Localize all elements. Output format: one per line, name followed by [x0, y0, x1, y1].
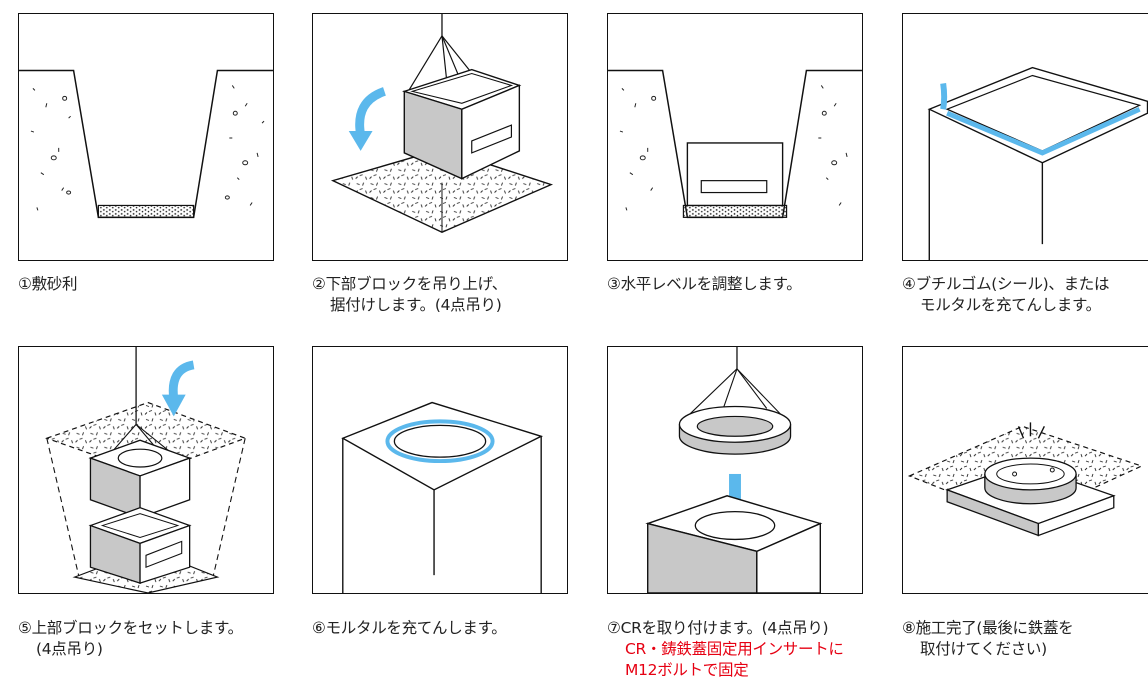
- step-7-note-line2: M12ボルトで固定: [625, 661, 749, 679]
- step-4-text: ブチルゴム(シール)、または: [915, 275, 1110, 293]
- step-6-illustration: [312, 346, 568, 594]
- step-6-caption: ⑥モルタルを充てんします。: [312, 618, 507, 639]
- step-8-text-line2: 取付けてください): [920, 640, 1047, 658]
- step-6-number: ⑥: [312, 619, 326, 637]
- step-7-illustration: [607, 346, 863, 594]
- step-8-text: 施工完了(最後に鉄蓋を: [915, 619, 1074, 637]
- step-5-illustration: [18, 346, 274, 594]
- step-3-number: ③: [607, 275, 621, 293]
- step-1-number: ①: [18, 275, 32, 293]
- step-3-caption: ③水平レベルを調整します。: [607, 274, 802, 295]
- step-7-number: ⑦: [607, 619, 621, 637]
- step-4-text-line2: モルタルを充てんします。: [920, 296, 1101, 314]
- step-2-caption: ②下部ブロックを吊り上げ、 据付けします。(4点吊り): [312, 274, 507, 316]
- step-2-number: ②: [312, 275, 326, 293]
- step-8-caption: ⑧施工完了(最後に鉄蓋を 取付けてください): [902, 618, 1074, 660]
- step-1-text: 敷砂利: [31, 275, 78, 293]
- step-8-illustration: [902, 346, 1148, 594]
- step-5-caption: ⑤上部ブロックをセットします。 (4点吊り): [18, 618, 243, 660]
- step-6-text: モルタルを充てんします。: [325, 619, 507, 637]
- step-3-illustration: [607, 13, 863, 261]
- step-1-caption: ①敷砂利: [18, 274, 78, 295]
- step-4-illustration: [902, 13, 1148, 261]
- step-7-caption: ⑦CRを取り付けます。(4点吊り) CR・鋳鉄蓋固定用インサートに M12ボルト…: [607, 618, 844, 681]
- step-4-number: ④: [902, 275, 916, 293]
- step-8-number: ⑧: [902, 619, 916, 637]
- step-5-number: ⑤: [18, 619, 32, 637]
- step-5-text-line2: (4点吊り): [36, 640, 103, 658]
- step-2-illustration: [312, 13, 568, 261]
- step-1-illustration: [18, 13, 274, 261]
- step-4-caption: ④ブチルゴム(シール)、または モルタルを充てんします。: [902, 274, 1110, 316]
- step-5-text: 上部ブロックをセットします。: [31, 619, 244, 637]
- step-2-text-line2: 据付けします。(4点吊り): [330, 296, 502, 314]
- step-7-note: CR・鋳鉄蓋固定用インサートに: [625, 640, 844, 658]
- step-2-text: 下部ブロックを吊り上げ、: [325, 275, 508, 293]
- step-3-text: 水平レベルを調整します。: [620, 275, 802, 293]
- step-7-text: CRを取り付けます。(4点吊り): [620, 619, 829, 637]
